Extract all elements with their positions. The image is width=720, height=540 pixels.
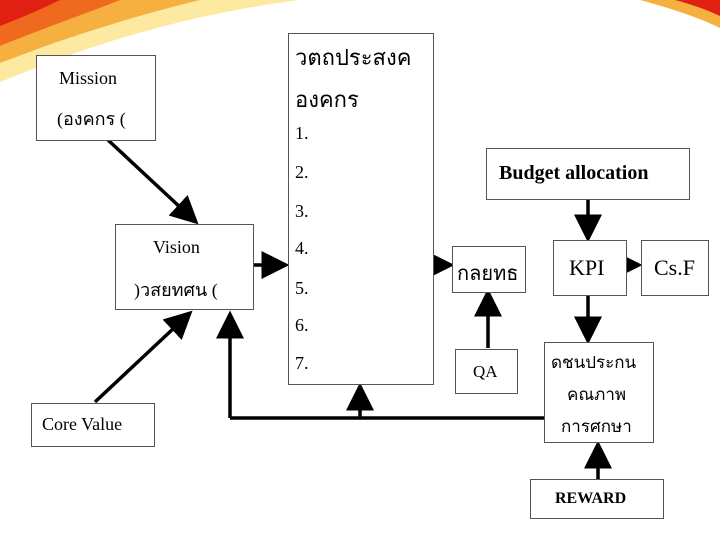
objective-item-6: 6. (295, 315, 309, 335)
arrow-mission-to-vision (106, 138, 199, 225)
csf-label: Cs.F (654, 255, 695, 280)
quality-index-box: ดชนประกน คณภาพ การศกษา (544, 342, 654, 443)
objective-item-4: 4. (295, 238, 309, 258)
vision-subtitle: )วสยทศน ( (134, 280, 218, 300)
strategy-label: กลยทธ (457, 263, 519, 285)
mission-subtitle: (องคกร ( (57, 109, 126, 129)
reward-label: REWARD (555, 490, 627, 507)
quality-line-3: การศกษา (561, 417, 632, 436)
arrow-corevalue-to-vision (93, 310, 193, 404)
qa-label: QA (473, 362, 498, 381)
objective-item-3: 3. (295, 201, 309, 221)
objectives-box: วตถประสงค องคกร 1. 2. 3. 4. 5. 6. 7. (288, 33, 434, 385)
kpi-label: KPI (569, 255, 605, 280)
vision-title: Vision (153, 237, 200, 257)
quality-line-1: ดชนประกน (551, 353, 637, 372)
core-value-box: Core Value (31, 403, 155, 447)
mission-box: Mission (องคกร ( (36, 55, 156, 141)
core-value-label: Core Value (42, 414, 123, 434)
objectives-subtitle: องคกร (295, 87, 359, 112)
vision-box: Vision )วสยทศน ( (115, 224, 254, 310)
strategy-box: กลยทธ (452, 246, 526, 293)
objectives-title: วตถประสงค (295, 45, 412, 70)
objective-item-5: 5. (295, 278, 309, 298)
objective-item-7: 7. (295, 353, 309, 373)
objective-item-2: 2. (295, 162, 309, 182)
quality-line-2: คณภาพ (567, 385, 627, 404)
qa-box: QA (455, 349, 518, 394)
budget-allocation-label: Budget allocation (499, 162, 649, 184)
csf-box: Cs.F (641, 240, 709, 296)
budget-allocation-box: Budget allocation (486, 148, 690, 200)
objective-item-1: 1. (295, 123, 309, 143)
reward-box: REWARD (530, 479, 664, 519)
mission-title: Mission (59, 68, 118, 88)
kpi-box: KPI (553, 240, 627, 296)
